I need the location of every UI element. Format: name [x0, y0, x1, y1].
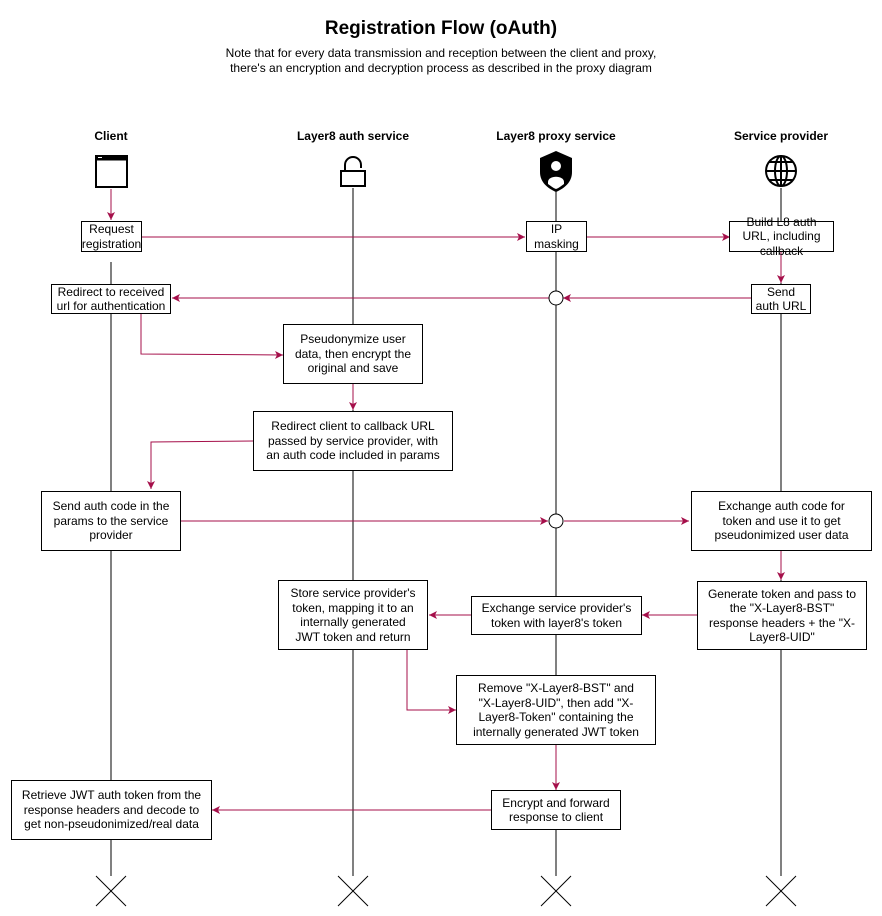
proxy-terminator-icon — [540, 875, 572, 907]
page-title: Registration Flow (oAuth) — [324, 18, 558, 39]
step-retrieve-jwt: Retrieve JWT auth token from the respons… — [11, 780, 212, 840]
proxy-junction-circle — [548, 513, 564, 529]
actor-auth-label: Layer8 auth service — [296, 129, 410, 143]
step-redirect-received-url: Redirect to received url for authenticat… — [51, 284, 171, 314]
globe-icon — [765, 155, 797, 187]
actor-provider-label: Service provider — [733, 129, 829, 143]
step-encrypt-forward: Encrypt and forward response to client — [491, 790, 621, 830]
client-terminator-icon — [95, 875, 127, 907]
step-exchange-token: Exchange service provider's token with l… — [471, 596, 642, 635]
arrow-store-to-remove — [406, 650, 456, 714]
note-line-1: Note that for every data transmission an… — [225, 46, 657, 60]
step-build-auth-url: Build L8 auth URL, including callback — [729, 215, 834, 258]
actor-client-label: Client — [94, 129, 128, 143]
step-pseudonymize: Pseudonymize user data, then encrypt the… — [283, 324, 423, 384]
note-line-2: there's an encryption and decryption pro… — [230, 61, 652, 75]
unlocked-padlock-icon — [340, 156, 366, 187]
arrow-callback-to-client — [147, 440, 254, 489]
provider-terminator-icon — [765, 875, 797, 907]
step-request-registration: Request registration — [81, 221, 142, 252]
actor-proxy-label: Layer8 proxy service — [496, 129, 616, 143]
arrow-redirect-to-auth — [140, 314, 284, 359]
step-generate-token: Generate token and pass to the "X-Layer8… — [697, 581, 867, 650]
step-redirect-callback: Redirect client to callback URL passed b… — [253, 411, 453, 471]
browser-window-icon — [95, 155, 128, 188]
step-exchange-auth-code: Exchange auth code for token and use it … — [691, 491, 872, 551]
step-remove-headers: Remove "X-Layer8-BST" and "X-Layer8-UID"… — [456, 675, 656, 745]
step-store-token: Store service provider's token, mapping … — [278, 580, 428, 650]
proxy-junction-circle — [548, 290, 564, 306]
shield-user-icon — [540, 151, 572, 192]
step-send-auth-code: Send auth code in the params to the serv… — [41, 491, 181, 551]
step-send-auth-url: Send auth URL — [751, 284, 811, 314]
auth-terminator-icon — [337, 875, 369, 907]
step-ip-masking: IP masking — [526, 221, 587, 252]
diagram-note: Note that for every data transmission an… — [0, 46, 882, 76]
